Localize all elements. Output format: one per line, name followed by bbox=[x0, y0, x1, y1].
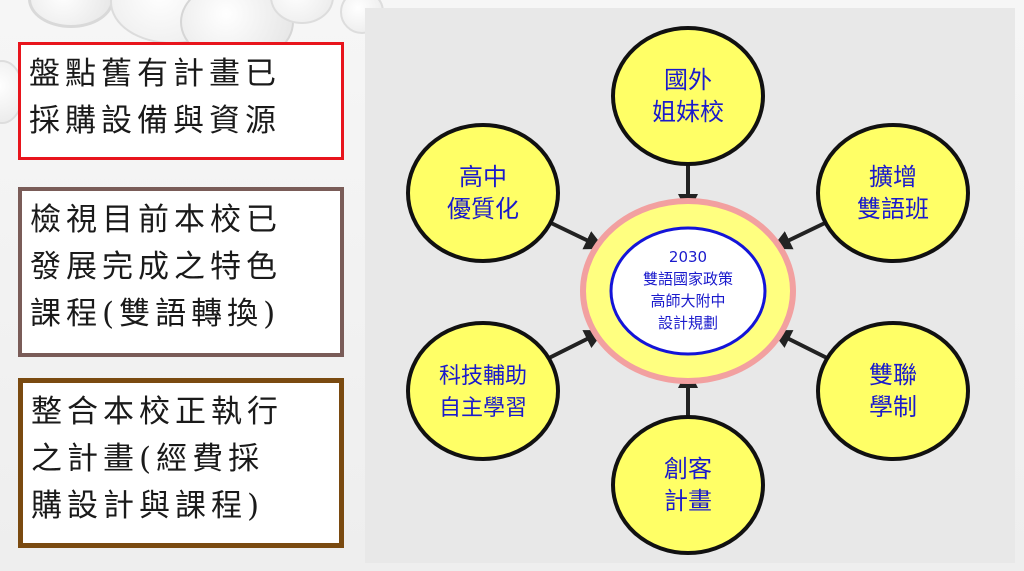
note-line: 檢視目前本校已 bbox=[30, 202, 282, 238]
arrow-upper-left bbox=[548, 220, 605, 250]
node-maker-plan bbox=[611, 415, 765, 555]
node-sister-school bbox=[611, 26, 765, 166]
note-line: 發展完成之特色 bbox=[30, 249, 282, 285]
node-high-school-quality bbox=[406, 123, 560, 263]
node-label: 科技輔助 bbox=[439, 364, 527, 389]
node-label: 雙聯 bbox=[869, 361, 917, 389]
center-label: 高師大附中 bbox=[650, 292, 725, 310]
node-label: 國外 bbox=[664, 66, 712, 94]
center-label: 2030 bbox=[669, 248, 707, 266]
note-integrate-plans: 整合本校正執行 之計畫(經費採 購設計與課程) bbox=[18, 378, 344, 548]
node-tech-learning bbox=[406, 321, 560, 461]
diagram-panel: 2030 雙語國家政策 高師大附中 設計規劃 國外 姐妹校 擴增 雙語班 雙聯 … bbox=[365, 8, 1015, 563]
center-label: 設計規劃 bbox=[658, 314, 718, 332]
note-line: 之計畫(經費採 bbox=[31, 441, 265, 477]
center-core bbox=[609, 226, 767, 356]
note-line: 整合本校正執行 bbox=[31, 394, 283, 430]
arrow-upper-right bbox=[771, 220, 828, 250]
hub-diagram: 2030 雙語國家政策 高師大附中 設計規劃 國外 姐妹校 擴增 雙語班 雙聯 … bbox=[406, 26, 970, 555]
node-label: 計畫 bbox=[664, 487, 712, 515]
node-label: 擴增 bbox=[869, 163, 917, 191]
node-bilingual-class bbox=[816, 123, 970, 263]
node-label: 自主學習 bbox=[439, 396, 527, 421]
node-label: 高中 bbox=[459, 163, 507, 191]
node-label: 優質化 bbox=[447, 195, 519, 223]
center-label: 雙語國家政策 bbox=[643, 270, 733, 288]
note-review-courses: 檢視目前本校已 發展完成之特色 課程(雙語轉換) bbox=[18, 187, 344, 357]
note-line: 盤點舊有計畫已 bbox=[29, 56, 281, 92]
note-line: 課程(雙語轉換) bbox=[30, 296, 281, 332]
node-label: 創客 bbox=[664, 455, 712, 483]
node-dual-degree bbox=[816, 321, 970, 461]
node-label: 學制 bbox=[869, 393, 917, 421]
note-line: 採購設備與資源 bbox=[29, 103, 281, 139]
decorative-bubble bbox=[28, 0, 114, 28]
note-line: 購設計與課程) bbox=[31, 488, 265, 524]
node-label: 雙語班 bbox=[857, 195, 929, 223]
note-inventory: 盤點舊有計畫已 採購設備與資源 bbox=[18, 42, 344, 160]
node-label: 姐妹校 bbox=[652, 98, 724, 126]
